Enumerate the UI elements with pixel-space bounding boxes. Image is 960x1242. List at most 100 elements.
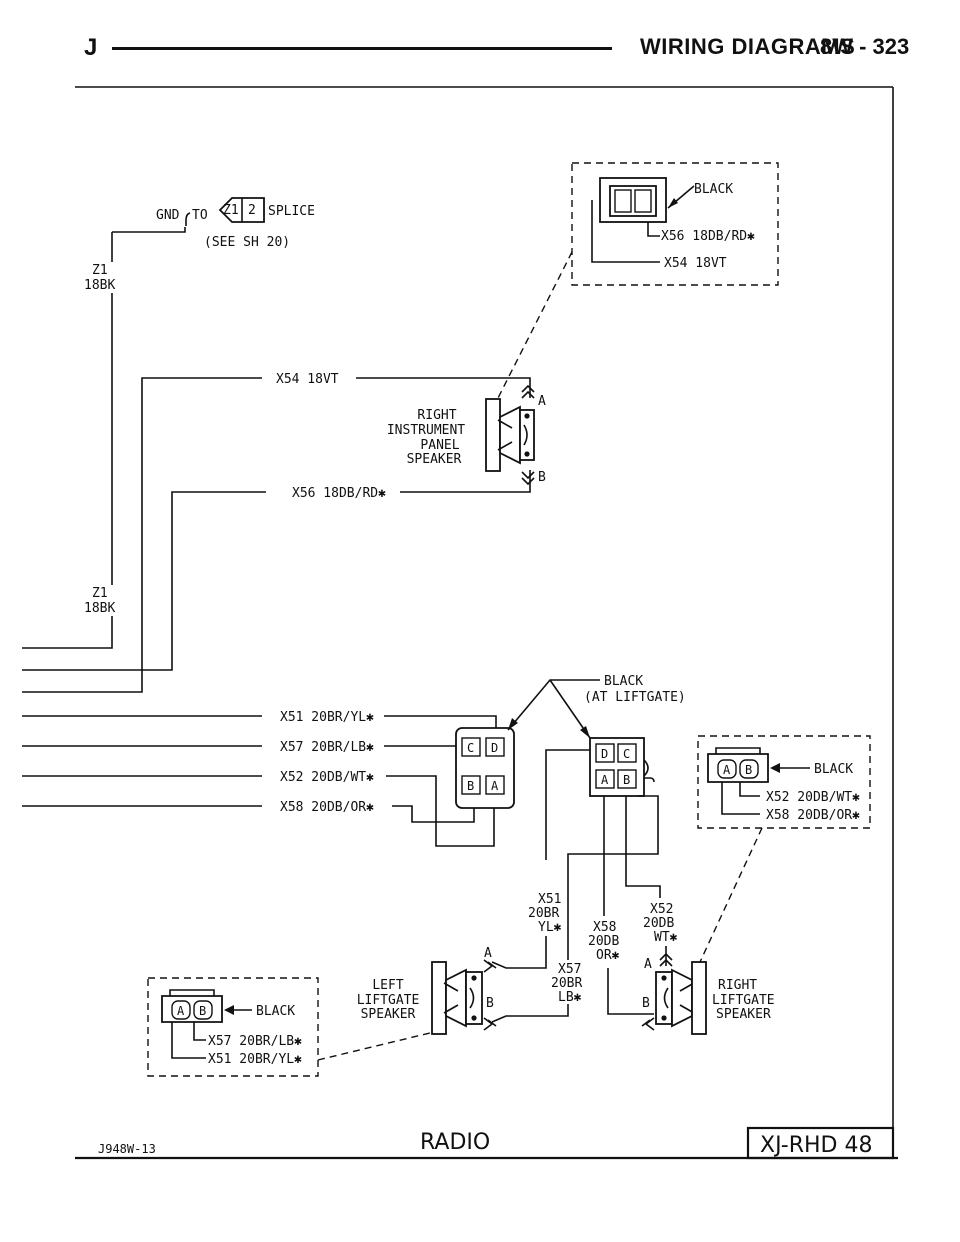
right-speaker-pin-b: B (642, 996, 650, 1011)
z1-wire-code-top: Z1 (92, 263, 108, 278)
header-rule (112, 47, 612, 50)
x54-wire-right (356, 377, 531, 398)
right-speaker-name-line-1: RIGHT (718, 978, 757, 993)
x52-wire-label: X52 20DB/WT✱ (280, 770, 374, 785)
left-inset-wire-1 (193, 1022, 206, 1041)
right-speaker-name-line-2: LIFTGATE (712, 993, 775, 1008)
cavity-d-right: D (601, 747, 608, 761)
x56-wire (22, 491, 266, 671)
x51-to-left-speaker (491, 936, 547, 969)
ip-inset-wire-2-label: X54 18VT (664, 256, 727, 271)
ip-speaker-name-line-1: RIGHT (417, 408, 456, 423)
left-inset-wire-1-label: X57 20BR/LB✱ (208, 1034, 302, 1049)
liftgate-connector-group: X51 20BR/YL✱ X57 20BR/LB✱ X52 20DB/WT✱ X… (22, 674, 686, 847)
to-label: TO (192, 208, 208, 223)
liftgate-connector-male: C D B A (455, 727, 515, 809)
x51-wire-label: X51 20BR/YL✱ (280, 710, 374, 725)
sheet-ref-box (746, 1126, 895, 1160)
right-inset-pin-b: B (745, 763, 752, 777)
x54-wire (22, 377, 262, 693)
x58-color: OR✱ (596, 948, 620, 963)
liftgate-connector-female: D C A B (589, 737, 655, 797)
right-connector-face-icon: A B (707, 747, 769, 783)
z1-wire-code-bottom: Z1 (92, 586, 108, 601)
black-callout-leader-left (507, 679, 600, 731)
z1-wire-gauge-bottom: 18BK (84, 601, 115, 616)
ip-connector-color: BLACK (694, 182, 733, 197)
x56-wire-right (400, 470, 531, 493)
ip-speaker-name-line-2: INSTRUMENT (387, 423, 465, 438)
ip-pin-a-arrow (521, 384, 535, 399)
ip-connector-face-icon (599, 177, 667, 223)
ip-inset-wire-2 (591, 200, 660, 263)
cavity-c-left: C (467, 741, 474, 755)
x58-wire-label: X58 20DB/OR✱ (280, 800, 374, 815)
figure-id: J948W-13 (98, 1142, 156, 1156)
left-speaker-pin-a: A (484, 946, 492, 961)
x52-wire (386, 775, 495, 847)
liftgate-connector-color: BLACK (604, 674, 643, 689)
page-header: J WIRING DIAGRAMS 8W - 323 (0, 0, 960, 70)
ip-pin-b-arrow (521, 471, 535, 486)
left-speaker-name-line-3: SPEAKER (361, 1007, 416, 1022)
x58-to-right-speaker (607, 968, 654, 1015)
gnd-wire-top (112, 227, 186, 233)
right-liftgate-speaker-symbol (655, 961, 707, 1035)
cavity-b-left: B (467, 779, 474, 793)
right-inset-leader (699, 827, 763, 963)
ip-speaker-symbol (485, 398, 535, 472)
right-inset-wire-1 (739, 782, 760, 797)
right-inset-wire-2-label: X58 20DB/OR✱ (766, 808, 860, 823)
liftgate-harness: X51 20BR YL✱ X57 20BR LB✱ X58 20DB OR✱ X… (491, 749, 678, 1023)
right-inset-wire-2 (721, 782, 760, 815)
x57-gauge: 20BR (551, 976, 582, 991)
diagram-footer: J948W-13 RADIO XJ-RHD 48 (98, 1126, 895, 1160)
ground-splice-reference: GND TO Z1 2 SPLICE (SEE SH 20) Z1 18BK Z… (22, 197, 315, 649)
left-pin-b-arrow (483, 1017, 497, 1031)
left-inset-wire-2 (171, 1022, 206, 1059)
right-connector-color: BLACK (814, 762, 853, 777)
ip-pin-b: B (538, 470, 546, 485)
cavity-a-left: A (491, 779, 499, 793)
splice-id-right: 2 (248, 203, 256, 218)
x51-code: X51 (538, 892, 561, 907)
x57-harness-wire (567, 795, 659, 960)
x52-code: X52 (650, 902, 673, 917)
splice-word: SPLICE (268, 204, 315, 219)
z1-wire-gauge-top: 18BK (84, 278, 115, 293)
x52-gauge: 20DB (643, 916, 674, 931)
x52-color: WT✱ (654, 930, 678, 945)
x51-harness-wire (545, 749, 590, 860)
right-liftgate-speaker-circuit: A B RIGHT LIFTGATE SPEAKER A B BLACK X52… (641, 735, 871, 1035)
left-inset-pin-b: B (199, 1004, 206, 1018)
ip-inset-wire-1 (647, 222, 660, 237)
header-letter: J (84, 34, 98, 61)
x54-wire-label: X54 18VT (276, 372, 339, 387)
left-liftgate-speaker-circuit: LEFT LIFTGATE SPEAKER A B A B BLA (147, 946, 497, 1077)
splice-id-left: Z1 (223, 203, 239, 218)
x58-code: X58 (593, 920, 616, 935)
left-speaker-pin-b: B (486, 996, 494, 1011)
left-inset-pin-a: A (177, 1004, 185, 1018)
z1-wire-to-left (22, 616, 113, 649)
right-pin-a-arrow (659, 952, 673, 967)
right-inset-pin-a: A (723, 763, 731, 777)
left-inset-wire-2-label: X51 20BR/YL✱ (208, 1052, 302, 1067)
left-connector-inset-box (147, 977, 319, 1077)
right-speaker-pin-a: A (644, 957, 652, 972)
cavity-a-right: A (601, 773, 609, 787)
ip-inset-wire-1-label: X56 18DB/RD✱ (661, 229, 755, 244)
left-inset-leader (317, 1031, 435, 1061)
right-instrument-panel-speaker-circuit: X54 18VT X56 18DB/RD✱ RIGHT INSTRUMENT P… (22, 162, 779, 693)
right-connector-inset-box (697, 735, 871, 829)
x51-gauge: 20BR (528, 906, 559, 921)
ip-connector-inset-box (571, 162, 779, 286)
x57-code: X57 (558, 962, 581, 977)
right-pin-b-arrow (641, 1017, 655, 1031)
x58-gauge: 20DB (588, 934, 619, 949)
header-page-number: 8W - 323 (820, 34, 910, 59)
left-speaker-name-line-2: LIFTGATE (357, 993, 420, 1008)
ip-pin-a: A (538, 394, 546, 409)
liftgate-connector-location: (AT LIFTGATE) (584, 690, 686, 705)
